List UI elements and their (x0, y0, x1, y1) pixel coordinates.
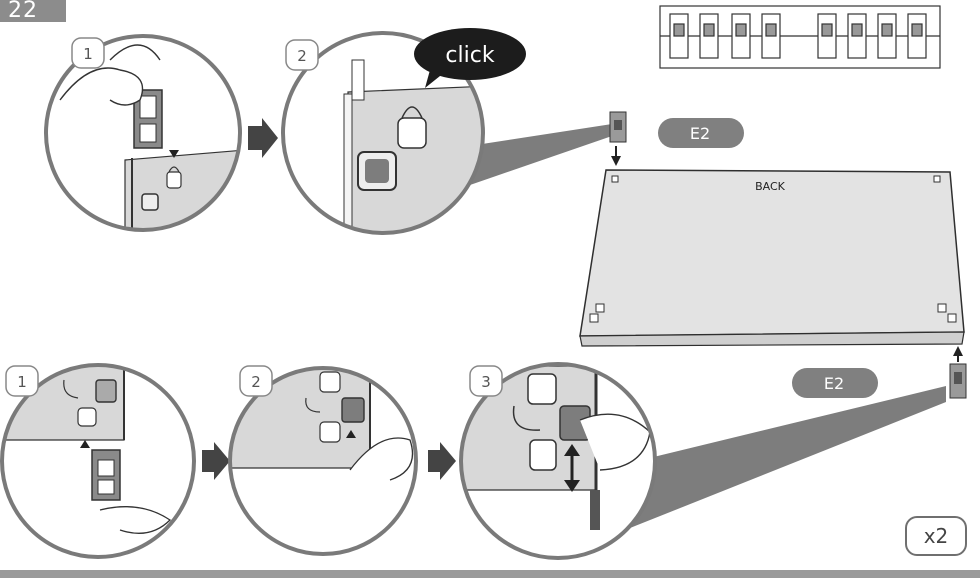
sub-step-number: 1 (83, 45, 93, 63)
next-arrow-icon (248, 118, 278, 158)
page-footer-bar (0, 570, 980, 578)
bottom-detail-3: 3 (459, 362, 657, 560)
top-detail-2: 2 click (281, 28, 526, 235)
up-arrow-icon (953, 346, 963, 356)
next-arrow-icon (202, 442, 230, 480)
panel-side-label: BACK (755, 180, 786, 193)
hinge-clip-row (669, 13, 927, 59)
sub-step-number: 2 (251, 373, 261, 391)
up-arrow-icon (80, 440, 90, 448)
sub-step-number: 1 (17, 373, 27, 391)
down-arrow-icon (611, 156, 621, 166)
part-callout-bottom: E2 (792, 368, 878, 398)
part-callout-top: E2 (658, 118, 744, 148)
step-number-badge: 22 (0, 0, 66, 22)
down-arrow-icon (169, 150, 179, 158)
click-speech-bubble: click (414, 28, 526, 88)
part-label-top: E2 (690, 124, 710, 143)
click-label: click (445, 43, 494, 68)
top-detail-1: 1 (44, 34, 242, 232)
top-hinge-part (609, 111, 627, 166)
sub-step-number: 3 (481, 373, 491, 391)
zoom-beam-bottom (600, 386, 946, 540)
bottom-detail-2: 2 (228, 365, 418, 556)
sub-step-number: 2 (297, 47, 307, 65)
next-arrow-icon (428, 442, 456, 480)
bottom-hinge-part (949, 346, 967, 399)
back-panel-illustration: BACK (579, 169, 965, 347)
part-label-bottom: E2 (824, 374, 844, 393)
bottom-detail-1: 1 (0, 363, 196, 559)
quantity-badge: x2 (905, 516, 967, 556)
hinge-strip-illustration (659, 5, 941, 69)
up-arrow-icon (346, 430, 356, 438)
